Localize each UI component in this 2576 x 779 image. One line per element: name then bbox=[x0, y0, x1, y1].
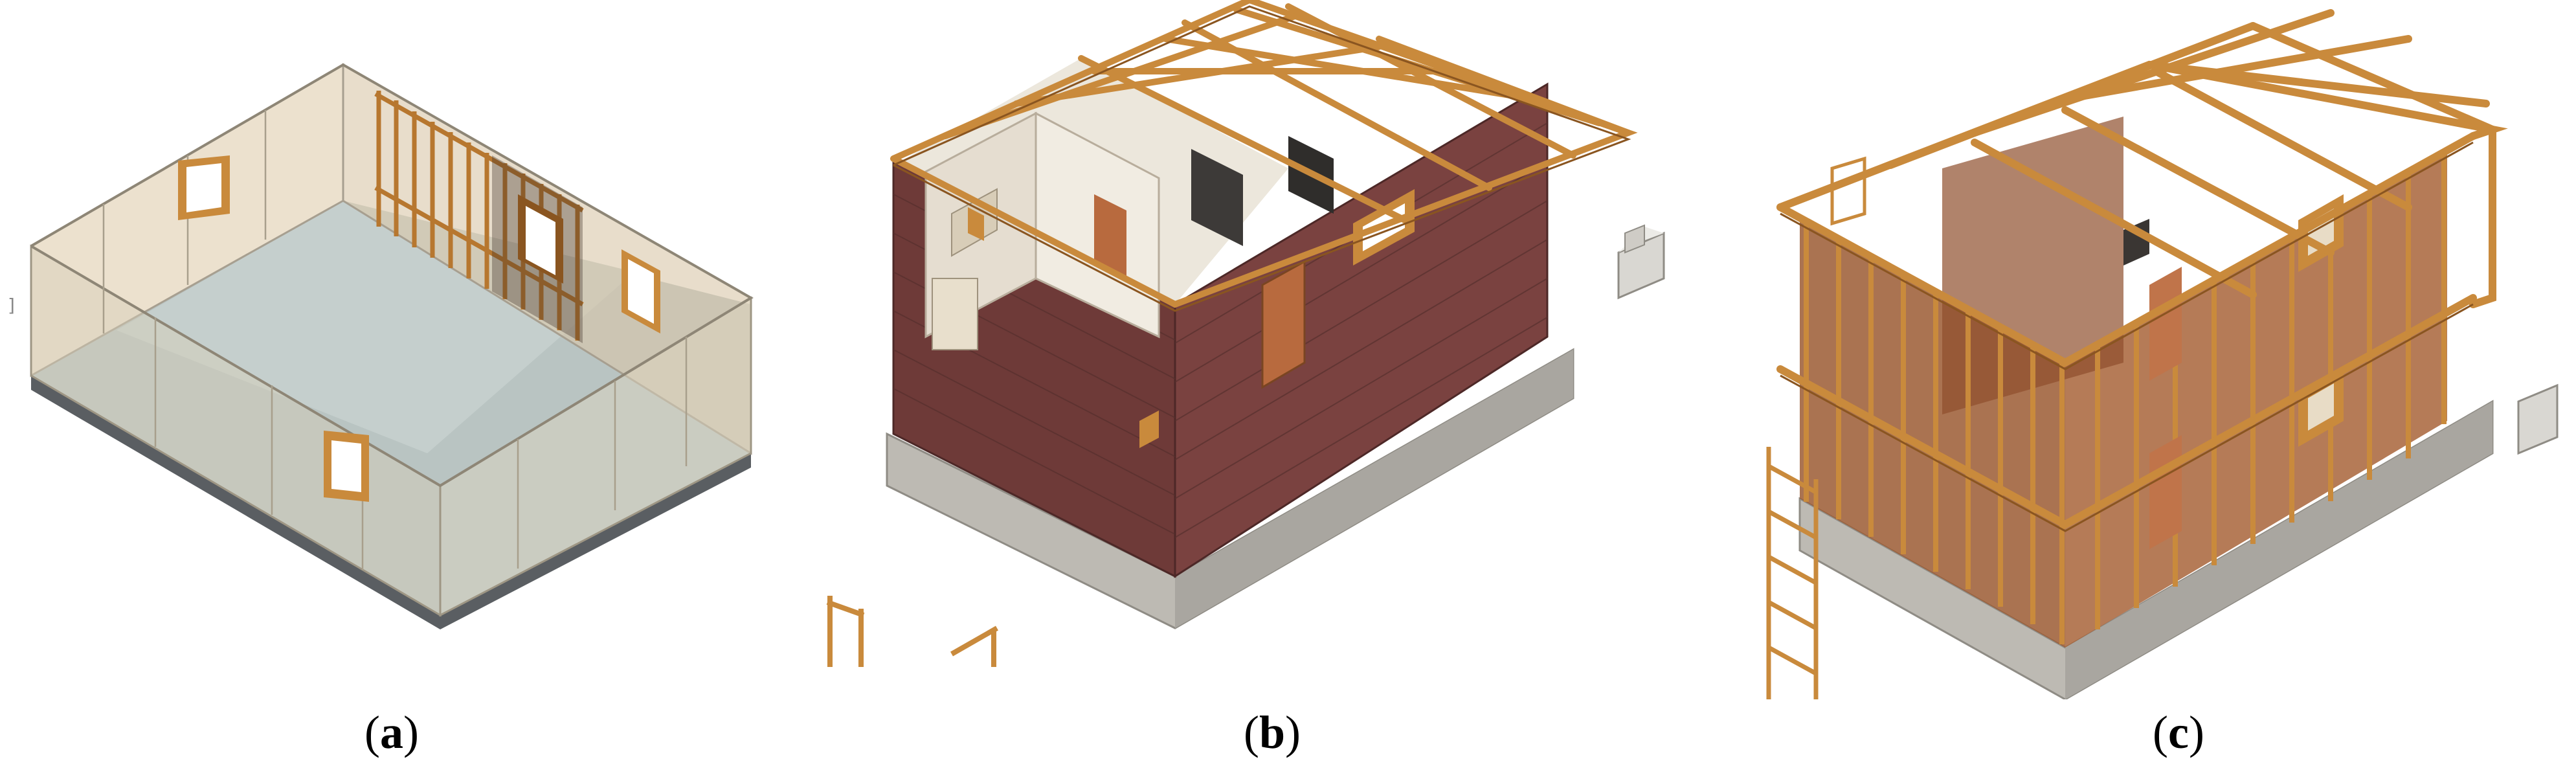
caption-b-open: ( bbox=[1243, 706, 1259, 758]
caption-c-label: c bbox=[2168, 706, 2189, 758]
caption-a: (a) bbox=[364, 706, 419, 760]
caption-a-close: ) bbox=[403, 706, 419, 758]
panel-a: (a) bbox=[0, 0, 777, 779]
caption-c: (c) bbox=[2153, 706, 2204, 760]
caption-b-close: ) bbox=[1285, 706, 1301, 758]
panel-b: (b) bbox=[822, 0, 1696, 779]
panel-c: (c) bbox=[1761, 0, 2576, 779]
caption-a-label: a bbox=[380, 706, 403, 758]
stray-bracket-mark: ] bbox=[8, 295, 15, 316]
caption-b: (b) bbox=[1244, 706, 1301, 760]
caption-b-label: b bbox=[1259, 706, 1286, 758]
caption-c-open: ( bbox=[2153, 706, 2169, 758]
isometric-brick-house-icon bbox=[826, 0, 1665, 667]
window-icon bbox=[178, 155, 660, 502]
caption-c-close: ) bbox=[2188, 706, 2204, 758]
caption-a-open: ( bbox=[364, 706, 380, 758]
isometric-timber-frame-icon bbox=[1766, 9, 2559, 699]
isometric-shell-room-icon bbox=[30, 63, 754, 629]
